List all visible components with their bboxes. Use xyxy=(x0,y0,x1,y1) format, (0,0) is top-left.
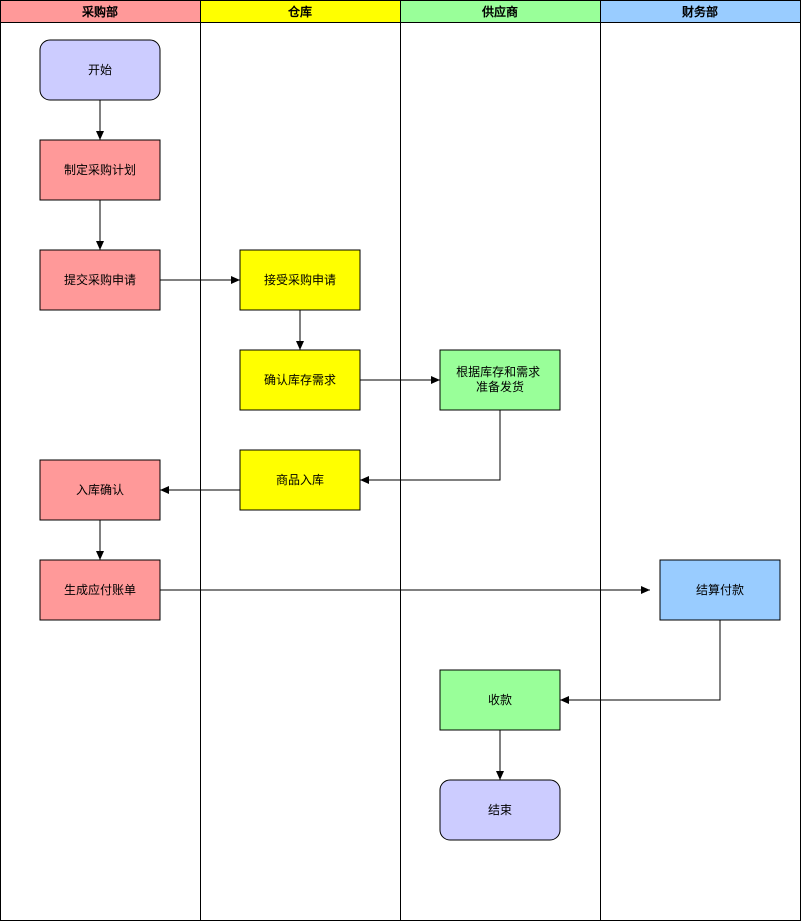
node-make-bill-label: 生成应付账单 xyxy=(64,582,136,597)
node-confirm-stock-label: 确认库存需求 xyxy=(264,372,336,387)
node-make-bill xyxy=(39,559,161,621)
node-submit-request-label: 提交采购申请 xyxy=(64,272,136,287)
lane-title-supplier: 供应商 xyxy=(481,4,518,19)
node-end-label: 结束 xyxy=(488,803,512,817)
edge-settle-to-receive xyxy=(560,620,721,704)
node-goods-in-label: 商品入库 xyxy=(276,472,324,487)
node-prepare-ship-line-1: 根据库存和需求 xyxy=(456,364,540,379)
node-settle-label: 结算付款 xyxy=(696,582,744,597)
node-receive-label: 收款 xyxy=(488,693,512,707)
node-make-plan xyxy=(39,139,161,201)
node-start xyxy=(39,39,161,101)
lane-body-finance xyxy=(600,22,801,921)
node-in-confirm-label: 入库确认 xyxy=(76,482,124,497)
node-prepare-ship-line-2: 准备发货 xyxy=(476,379,524,394)
lane-title-finance: 财务部 xyxy=(681,4,718,19)
node-prepare-ship-label: 根据库存和需求 准备发货 xyxy=(456,364,544,394)
node-accept-request-label: 接受采购申请 xyxy=(264,272,336,287)
node-goods-in xyxy=(239,449,361,511)
lane-title-purchasing: 采购部 xyxy=(81,4,118,19)
node-submit-request xyxy=(39,249,161,311)
node-make-plan-label: 制定采购计划 xyxy=(64,162,136,177)
edge-prepare-to-goods-in xyxy=(360,410,501,484)
lane-title-warehouse: 仓库 xyxy=(287,4,312,19)
node-receive xyxy=(439,669,561,731)
node-prepare-ship xyxy=(439,349,561,411)
node-accept-request xyxy=(239,249,361,311)
node-in-confirm xyxy=(39,459,161,521)
node-end xyxy=(439,779,561,841)
node-settle xyxy=(659,559,781,621)
node-confirm-stock xyxy=(239,349,361,411)
node-start-label: 开始 xyxy=(88,63,112,77)
